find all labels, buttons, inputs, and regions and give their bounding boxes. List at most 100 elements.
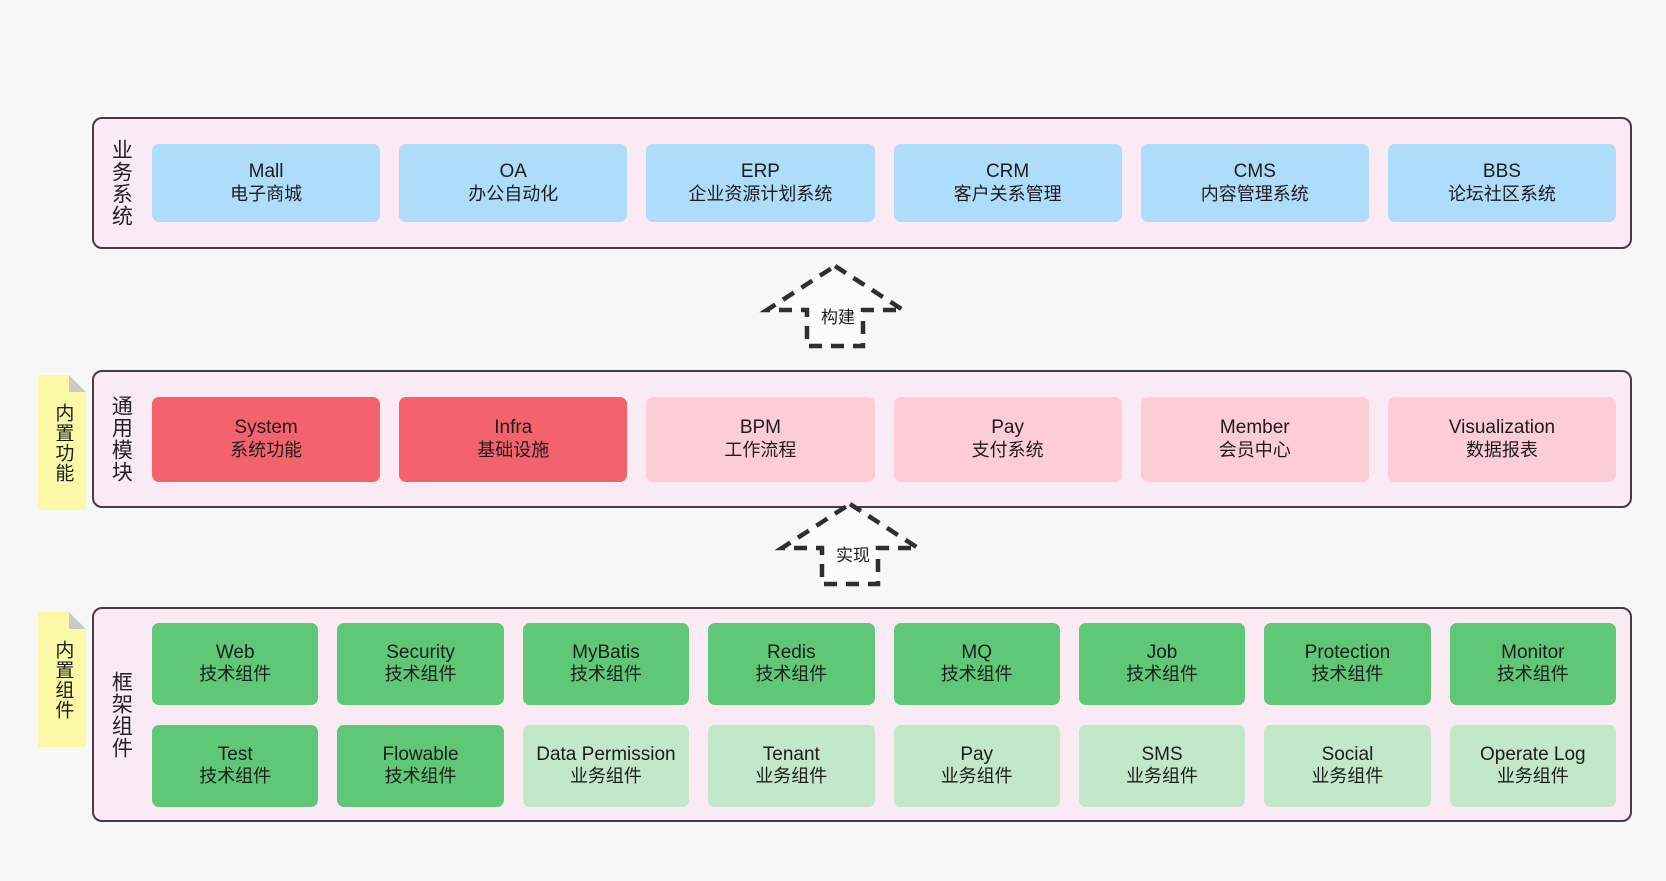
card-system[interactable]: System 系统功能 <box>152 396 381 482</box>
card-title: Web <box>215 641 255 663</box>
card-oa[interactable]: OA 办公自动化 <box>399 144 628 222</box>
card-title: Protection <box>1304 641 1391 663</box>
card-title: Pay <box>991 417 1024 439</box>
card-title: OA <box>499 161 527 183</box>
card-subtitle: 办公自动化 <box>468 183 559 204</box>
card-cms[interactable]: CMS 内容管理系统 <box>1140 144 1369 222</box>
card-title: Test <box>217 743 253 765</box>
layer-body-framework-component: Web 技术组件 Security 技术组件 MyBatis 技术组件 Redi… <box>146 609 1630 820</box>
card-mybatis[interactable]: MyBatis 技术组件 <box>522 622 690 705</box>
card-sms[interactable]: SMS 业务组件 <box>1078 724 1246 807</box>
card-title: Infra <box>494 417 533 439</box>
card-subtitle: 业务组件 <box>940 766 1013 787</box>
card-mall[interactable]: Mall 电子商城 <box>152 144 381 222</box>
card-pay-business[interactable]: Pay 业务组件 <box>893 724 1060 807</box>
card-subtitle: 客户关系管理 <box>953 183 1062 204</box>
note-label: 内置组件 <box>52 639 74 720</box>
card-title: BBS <box>1482 161 1521 183</box>
card-job[interactable]: Job 技术组件 <box>1078 622 1246 705</box>
card-data-permission[interactable]: Data Permission 业务组件 <box>522 724 690 807</box>
card-row: System 系统功能 Infra 基础设施 BPM 工作流程 Pay 支付系统… <box>152 396 1617 482</box>
layer-body-common-module: System 系统功能 Infra 基础设施 BPM 工作流程 Pay 支付系统… <box>146 372 1630 506</box>
card-title: SMS <box>1141 743 1183 765</box>
card-row: Test 技术组件 Flowable 技术组件 Data Permission … <box>152 724 1616 807</box>
card-title: Data Permission <box>536 743 676 765</box>
card-title: CMS <box>1233 161 1276 183</box>
layer-common-module: 通用模块 System 系统功能 Infra 基础设施 BPM 工作流程 Pay… <box>92 370 1632 508</box>
card-visualization[interactable]: Visualization 数据报表 <box>1387 396 1617 482</box>
card-subtitle: 技术组件 <box>199 766 272 787</box>
card-test[interactable]: Test 技术组件 <box>152 724 319 807</box>
card-bbs[interactable]: BBS 论坛社区系统 <box>1387 144 1617 222</box>
card-social[interactable]: Social 业务组件 <box>1264 724 1431 807</box>
card-title: Flowable <box>382 743 459 765</box>
card-subtitle: 技术组件 <box>569 664 642 685</box>
card-subtitle: 系统功能 <box>230 439 303 460</box>
card-subtitle: 支付系统 <box>971 439 1044 460</box>
card-subtitle: 业务组件 <box>755 766 828 787</box>
card-subtitle: 业务组件 <box>569 766 642 787</box>
card-title: Redis <box>767 641 816 663</box>
card-title: Security <box>386 641 455 663</box>
card-web[interactable]: Web 技术组件 <box>152 622 319 705</box>
card-subtitle: 业务组件 <box>1311 766 1384 787</box>
card-subtitle: 企业资源计划系统 <box>688 183 833 204</box>
card-operate-log[interactable]: Operate Log 业务组件 <box>1449 724 1616 807</box>
card-subtitle: 会员中心 <box>1218 439 1291 460</box>
card-member[interactable]: Member 会员中心 <box>1140 396 1369 482</box>
card-erp[interactable]: ERP 企业资源计划系统 <box>646 144 875 222</box>
card-title: Operate Log <box>1479 743 1586 765</box>
card-subtitle: 论坛社区系统 <box>1447 183 1556 204</box>
card-title: Monitor <box>1501 641 1565 663</box>
card-subtitle: 技术组件 <box>1126 664 1199 685</box>
card-flowable[interactable]: Flowable 技术组件 <box>337 724 504 807</box>
connector-implement-label: 实现 <box>836 546 870 565</box>
note-builtin-component: 内置组件 <box>38 612 86 747</box>
note-label: 内置功能 <box>52 402 74 483</box>
note-fold-corner <box>69 612 86 629</box>
card-subtitle: 工作流程 <box>724 439 797 460</box>
card-title: BPM <box>739 417 782 439</box>
layer-title-common-module: 通用模块 <box>109 395 133 483</box>
connector-implement: 实现 <box>774 500 926 588</box>
card-title: Job <box>1146 641 1178 663</box>
card-protection[interactable]: Protection 技术组件 <box>1264 622 1431 705</box>
card-tenant[interactable]: Tenant 业务组件 <box>708 724 875 807</box>
card-subtitle: 内容管理系统 <box>1200 183 1309 204</box>
card-bpm[interactable]: BPM 工作流程 <box>646 396 875 482</box>
card-infra[interactable]: Infra 基础设施 <box>399 396 628 482</box>
note-builtin-function: 内置功能 <box>38 375 86 510</box>
layer-title-framework-component: 框架组件 <box>109 670 133 759</box>
layer-body-business-system: Mall 电子商城 OA 办公自动化 ERP 企业资源计划系统 CRM 客户关系… <box>146 119 1630 247</box>
layer-framework-component: 框架组件 Web 技术组件 Security 技术组件 MyBatis 技术组件… <box>92 607 1632 822</box>
card-subtitle: 基础设施 <box>477 439 550 460</box>
card-title: ERP <box>740 161 780 183</box>
card-title: Social <box>1321 743 1374 765</box>
card-title: MyBatis <box>572 641 640 663</box>
card-subtitle: 技术组件 <box>1496 664 1569 685</box>
card-subtitle: 技术组件 <box>384 766 457 787</box>
card-subtitle: 技术组件 <box>755 664 828 685</box>
connector-build: 构建 <box>759 262 911 350</box>
card-title: MQ <box>961 641 992 663</box>
card-pay[interactable]: Pay 支付系统 <box>893 396 1122 482</box>
card-title: CRM <box>985 161 1030 183</box>
card-subtitle: 技术组件 <box>384 664 457 685</box>
card-security[interactable]: Security 技术组件 <box>337 622 504 705</box>
card-row: Mall 电子商城 OA 办公自动化 ERP 企业资源计划系统 CRM 客户关系… <box>152 144 1617 222</box>
card-title: Mall <box>248 161 284 183</box>
card-title: Tenant <box>762 743 820 765</box>
card-mq[interactable]: MQ 技术组件 <box>893 622 1060 705</box>
card-title: System <box>234 417 298 439</box>
card-subtitle: 电子商城 <box>230 183 303 204</box>
card-title: Pay <box>960 743 994 765</box>
card-redis[interactable]: Redis 技术组件 <box>708 622 875 705</box>
card-row: Web 技术组件 Security 技术组件 MyBatis 技术组件 Redi… <box>152 622 1616 705</box>
card-crm[interactable]: CRM 客户关系管理 <box>893 144 1122 222</box>
layer-business-system: 业务系统 Mall 电子商城 OA 办公自动化 ERP 企业资源计划系统 CRM… <box>92 117 1632 249</box>
card-monitor[interactable]: Monitor 技术组件 <box>1449 622 1616 705</box>
card-subtitle: 业务组件 <box>1496 766 1569 787</box>
card-subtitle: 技术组件 <box>199 664 272 685</box>
card-title: Visualization <box>1448 417 1556 439</box>
